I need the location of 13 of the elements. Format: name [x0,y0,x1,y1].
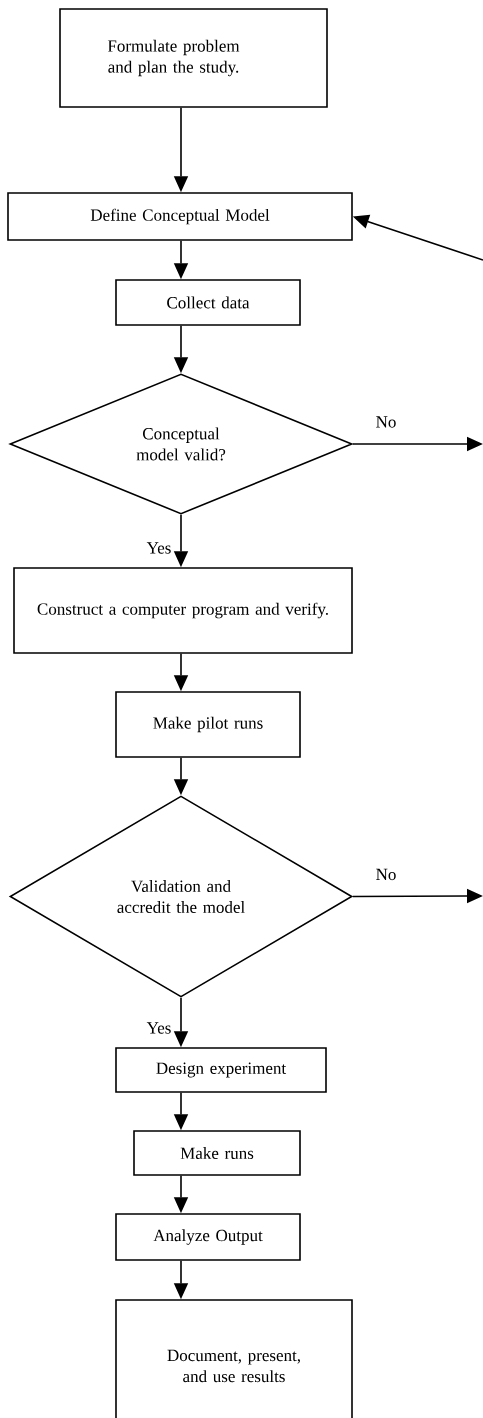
process-box: Analyze Output [115,1213,301,1261]
process-box: Formulate problem and plan the study. [59,8,328,108]
edge-label: Yes [146,1022,171,1034]
process-box: Make pilot runs [115,691,301,758]
process-box: Collect data [115,279,301,326]
process-box: Make runs [133,1130,301,1176]
process-box: Design experiment [115,1047,327,1093]
process-box: Document, present, and use results [115,1299,353,1418]
process-box: Construct a computer program and verify. [13,567,353,654]
edge-label: Yes [146,542,171,554]
edge-label: No [376,416,396,428]
edge-label: No [376,868,396,881]
process-box: Define Conceptual Model [7,192,353,241]
